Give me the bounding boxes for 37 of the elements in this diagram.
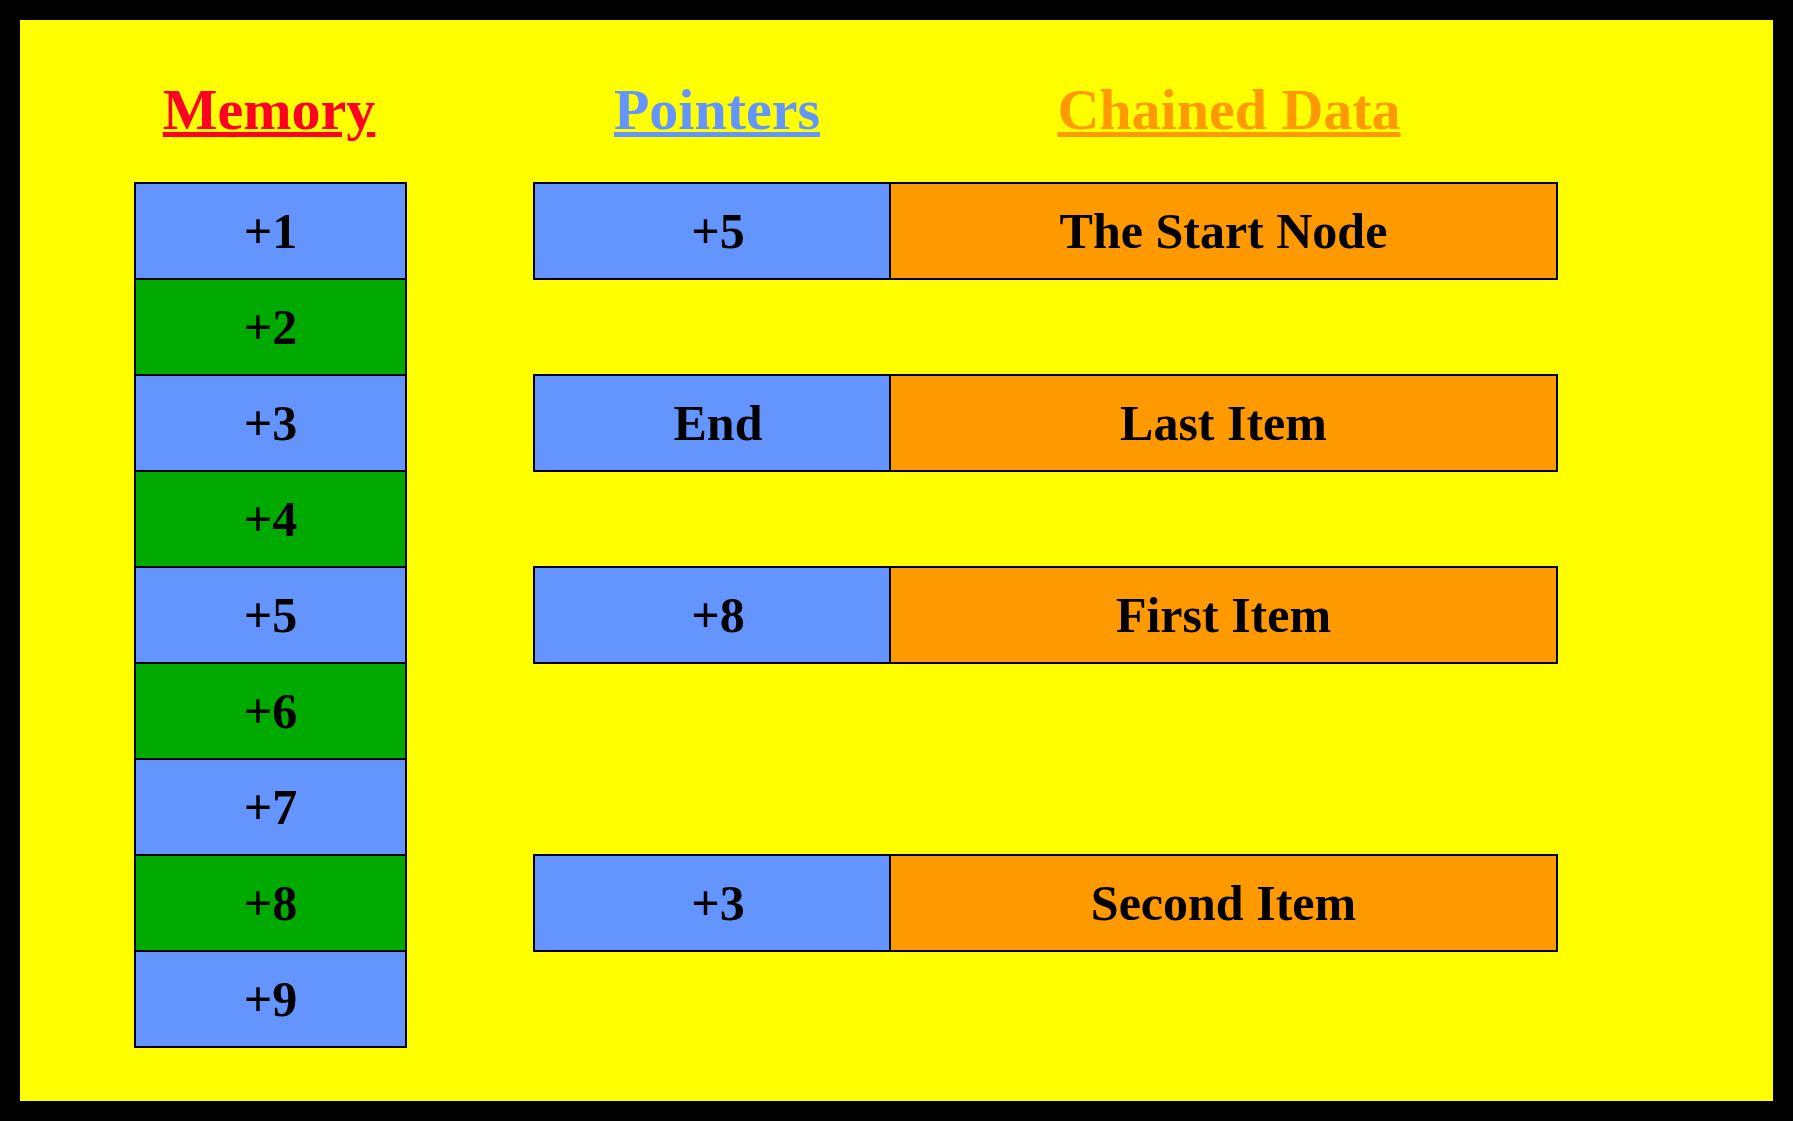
cell-text: +5 — [243, 586, 298, 644]
cell-text: +3 — [691, 874, 745, 932]
cell-text: Last Item — [1120, 394, 1327, 452]
cell-text: Second Item — [1090, 874, 1357, 932]
data-cell — [891, 854, 1558, 952]
cell-text: +5 — [691, 202, 745, 260]
cell-text: +3 — [243, 394, 298, 452]
memory-cell — [134, 854, 407, 952]
cell-text: +8 — [691, 586, 745, 644]
column-heading: Pointers — [613, 76, 821, 143]
cell-text: +8 — [243, 874, 298, 932]
cell-text: First Item — [1115, 586, 1332, 644]
cell-text: +6 — [243, 682, 298, 740]
memory-cell — [134, 950, 407, 1048]
memory-cell — [134, 566, 407, 664]
memory-cell — [134, 182, 407, 280]
cell-text: +2 — [243, 298, 298, 356]
column-heading: Chained Data — [1057, 76, 1401, 143]
cell-text: +7 — [243, 778, 298, 836]
memory-cell — [134, 470, 407, 568]
cell-text: The Start Node — [1059, 202, 1388, 260]
memory-cell — [134, 662, 407, 760]
pointer-cell — [533, 854, 891, 952]
cell-text: End — [673, 394, 763, 452]
pointer-cell — [533, 182, 891, 280]
pointer-cell — [533, 566, 891, 664]
memory-cell — [134, 278, 407, 376]
data-cell — [891, 182, 1558, 280]
memory-cell — [134, 374, 407, 472]
pointer-cell — [533, 374, 891, 472]
memory-cell — [134, 758, 407, 856]
cell-text: +9 — [243, 970, 298, 1028]
column-heading: Memory — [162, 76, 376, 143]
data-cell — [891, 566, 1558, 664]
cell-text: +4 — [243, 490, 298, 548]
cell-text: +1 — [243, 202, 298, 260]
data-cell — [891, 374, 1558, 472]
